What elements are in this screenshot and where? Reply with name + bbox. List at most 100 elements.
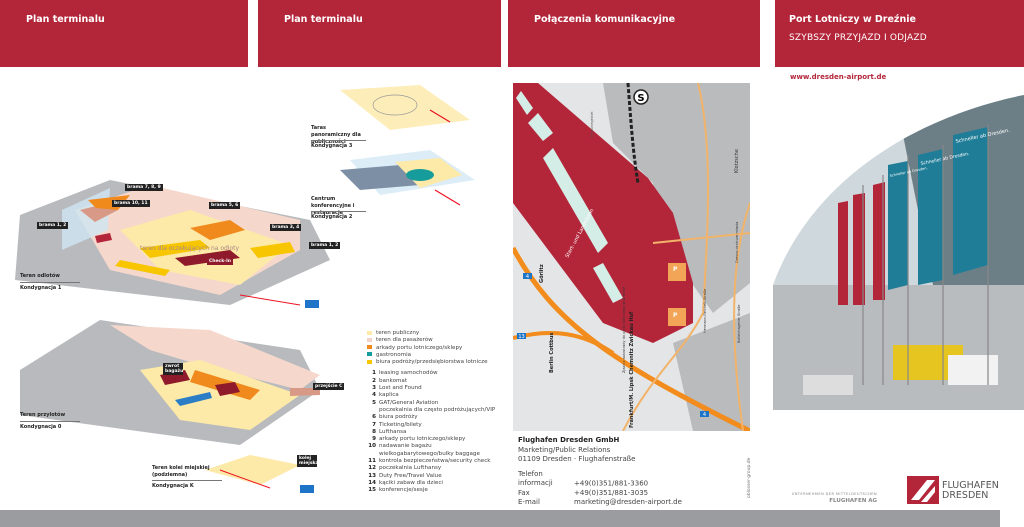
legend-number: 1 [372,370,376,377]
website-link[interactable]: www.dresden-airport.de [790,73,887,81]
legend-number: 7 [372,421,376,428]
contact-block: Flughafen Dresden GmbH Marketing/Public … [518,436,682,508]
legend-number: 8 [372,428,376,435]
parking-icon: P [673,266,678,273]
legend-color-label: arkady portu lotniczego/sklepy [376,344,463,351]
legend-item-label: Lost and Found [379,385,422,392]
airport-photo: Schneller ab Dresden. Schneller ab Dresd… [773,95,1024,410]
levelK-area: Teren kolei miejskiej (podziemna) [152,465,210,478]
klotzsche-label: Klotzsche [734,149,740,173]
legend-number: 6 [372,414,376,421]
legend-number: 15 [368,487,376,494]
designer-credit: oblosser-group.de [747,457,752,498]
department: Marketing/Public Relations [518,445,611,454]
legend-swatch [367,359,372,364]
legend-color-item: teren dla pasażerów [367,337,495,344]
legend-item-label: Duty Free/Travel Value [379,472,442,479]
gate-label: brama 7, 8, 9 [125,184,163,191]
fax-number: +49(0)351/881-3035 [574,488,649,497]
company-name: Flughafen Dresden GmbH [518,436,620,444]
logo-line1: FLUGHAFEN [942,480,999,491]
parent-company-line1: UNTERNEHMEN DER MITTELDEUTSCHEN [791,492,877,496]
legend-color-label: gastronomia [376,351,412,358]
location-map: S 4 13 4 P P Start- und Landebahn Indust… [513,83,750,431]
legend-item-label: arkady portu lotniczego/sklepy [379,436,466,443]
baggage-claim-label: zwrot bagażu [163,363,184,375]
legend-number: 5 [372,399,376,406]
level0-name: Kondygnacja 0 [20,421,80,431]
header-title: Plan terminalu [26,14,105,25]
industrial-label: Industriegebiet [590,111,594,138]
legend-number: 10 [368,443,376,450]
email-label: E-mail [518,498,540,506]
legend-color-item: biura podróży/przedsiębiorstwa lotnicze [367,359,495,366]
legend-item-label: biura podróży [379,414,418,421]
legend-swatch [367,337,372,342]
legend-swatch [367,352,372,357]
legend-color-item: gastronomia [367,352,495,359]
legend-color-label: teren dla pasażerów [376,337,433,344]
fax-label: Fax [518,488,530,497]
header-terminal-plan-2: Plan terminalu [258,0,501,67]
legend-number: 11 [368,458,376,465]
header-subtitle: SZYBSZY PRZYJAZD I ODJAZD [789,33,927,43]
legend-item-label: nadawanie bagażu [379,443,432,450]
legend-swatch [367,330,372,335]
legend-item-label: Lufthansa [379,428,407,435]
city-rail-label: kolej miejska [297,455,319,467]
header-title: Plan terminalu [284,14,363,25]
legend-item-extra: poczekalnia dla często podróżujących/VIP [379,406,496,413]
legend-item-label: poczekalnia Lufthansy [379,465,442,472]
phone-number[interactable]: +49(0)351/881-3360 [574,479,649,487]
gate-label: brama 10, 11 [112,200,150,207]
header-connections: Połączenia komunikacyjne [508,0,760,67]
legend-item-label: GAT/General Aviation [379,399,439,406]
street-label: Hermann-Reichelt-Straße [703,289,707,333]
gate-label: brama 3, 4 [270,224,302,231]
checkin-label: Check-In [207,258,233,265]
banner-text: Schneller ab Dresden. [889,166,928,178]
legend-number: 9 [372,436,376,443]
legend-item-label: bankomat [379,377,408,384]
level3-name: Kondygnacja 3 [311,140,366,150]
legend-item-label: kontrola bezpieczeństwa/security check [379,458,491,465]
levelK-name: Kondygnacja K [152,480,222,490]
phone-label: Telefon informacji [518,469,553,488]
legend-swatch [367,345,372,350]
gate-label: brama 1, 2 [309,242,341,249]
address: 01109 Dresden · Flughafenstraße [518,455,636,463]
level1-name: Kondygnacja 1 [20,282,80,292]
logo-text: FLUGHAFEN DRESDEN [942,481,999,501]
a4-badge: 4 [526,274,529,280]
level2-name: Kondygnacja 2 [311,211,366,221]
logo-line2: DRESDEN [942,490,989,501]
email-link[interactable]: marketing@dresden-airport.de [574,498,682,506]
exit-label: Zjazd z autostrady do portu lotniczego w… [622,287,626,373]
legend-item-extra: wielkogabarytowego/bulky baggage [379,450,480,457]
header-title: Połączenia komunikacyjne [534,14,676,25]
legend-item-label: Ticketing/bilety [379,421,422,428]
header-terminal-plan-1: Plan terminalu [0,0,248,67]
terminal-plan-drawing [15,85,475,493]
gate-label: brama 1, 2 [37,222,69,229]
legend-number: 13 [368,472,376,479]
legend-item-label: kąciki zabaw dla dzieci [379,479,443,486]
flughafen-dresden-logo-icon [907,476,939,504]
goerlitz-label: Görlitz [539,264,545,283]
a13-badge: 13 [518,334,524,340]
legend-color-item: arkady portu lotniczego/sklepy [367,345,495,352]
legend-number: 2 [372,377,376,384]
legend-color-label: biura podróży/przedsiębiorstwa lotnicze [376,359,488,366]
legend-number: 4 [372,392,376,399]
legend-color-label: teren publiczny [376,330,420,336]
